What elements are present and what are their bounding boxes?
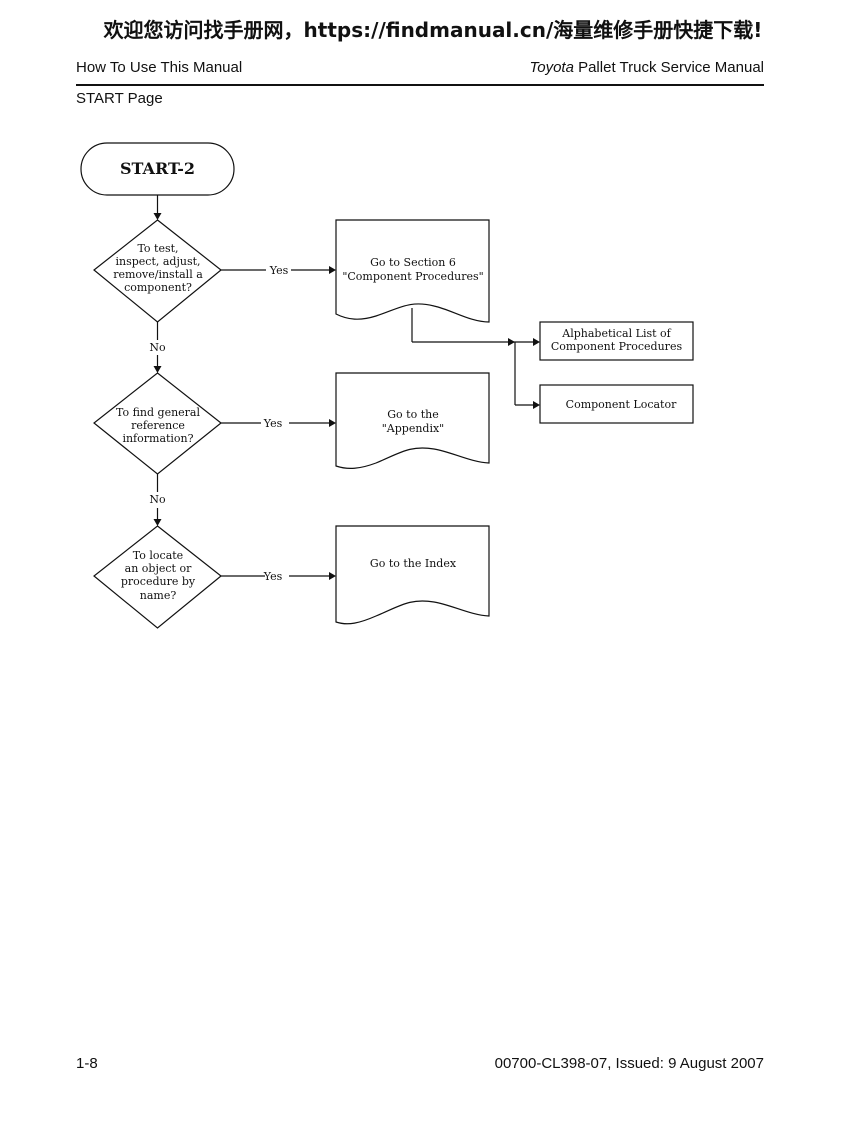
- doc1-line1: Go to Section 6: [370, 256, 456, 269]
- yes-label-2: Yes: [263, 417, 283, 430]
- document-appendix: [335, 372, 490, 469]
- arrowhead: [329, 419, 336, 427]
- download-banner: 欢迎您访问找手册网，https://findmanual.cn/海量维修手册快捷…: [103, 18, 763, 42]
- decision3-line2: an object or: [125, 562, 192, 575]
- decision1-line2: inspect, adjust,: [115, 255, 200, 268]
- decision3-line4: name?: [140, 589, 177, 602]
- doc2-line1: Go to the: [387, 408, 438, 421]
- doc2-line2: "Appendix": [382, 422, 445, 435]
- decision1-line1: To test,: [137, 242, 178, 255]
- arrowhead: [533, 401, 540, 409]
- page-subtitle: START Page: [76, 90, 163, 107]
- header-section-title: How To Use This Manual: [76, 59, 243, 76]
- document-section6: [335, 219, 490, 323]
- arrowhead: [329, 266, 336, 274]
- arrowhead: [533, 338, 540, 346]
- arrowhead: [153, 213, 162, 220]
- arrowhead: [329, 572, 336, 580]
- box-alpha-line2: Component Procedures: [551, 340, 683, 353]
- start-label: START-2: [120, 159, 195, 178]
- header-rule: [76, 84, 764, 86]
- decision2-line1: To find general: [116, 406, 201, 419]
- doc1-line2: "Component Procedures": [342, 270, 483, 283]
- no-label-2: No: [149, 493, 166, 506]
- box-alpha-line1: Alphabetical List of: [561, 327, 671, 340]
- box-alphabetical-list: [539, 321, 694, 361]
- decision2-line2: reference: [131, 419, 185, 432]
- document-id: 00700-CL398-07, Issued: 9 August 2007: [494, 1055, 764, 1072]
- header-brand: Toyota: [529, 59, 574, 76]
- yes-label-3: Yes: [263, 570, 283, 583]
- no-label-1: No: [149, 341, 166, 354]
- page-number: 1-8: [76, 1055, 98, 1072]
- decision-locate-object: [93, 525, 222, 629]
- box-component-locator: [539, 384, 694, 424]
- arrowhead: [153, 519, 162, 526]
- document-index: [335, 525, 490, 625]
- header-manual-name: Pallet Truck Service Manual: [573, 59, 764, 76]
- arrowhead: [508, 338, 515, 346]
- box-locator-label: Component Locator: [566, 398, 677, 411]
- header-manual-title: Toyota Pallet Truck Service Manual: [529, 59, 764, 76]
- yes-label-1: Yes: [269, 264, 289, 277]
- doc3-label: Go to the Index: [370, 557, 457, 570]
- decision3-line1: To locate: [133, 549, 183, 562]
- decision1-line4: component?: [124, 281, 192, 294]
- arrowhead: [153, 366, 162, 373]
- decision3-line3: procedure by: [121, 575, 196, 588]
- decision1-line3: remove/install a: [113, 268, 203, 281]
- decision2-line3: information?: [122, 432, 193, 445]
